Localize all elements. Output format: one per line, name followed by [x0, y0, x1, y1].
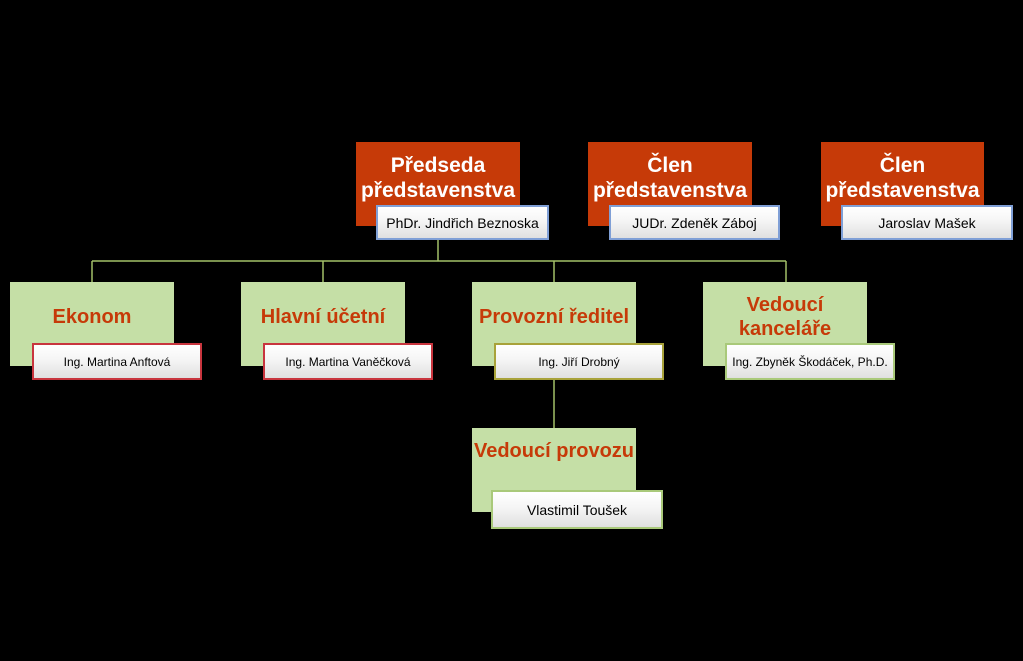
- economist-name: Ing. Martina Anftová: [32, 343, 202, 380]
- board-member-1-name: JUDr. Zdeněk Záboj: [609, 205, 780, 240]
- chairman-name: PhDr. Jindřich Beznoska: [376, 205, 549, 240]
- board-member-2-name: Jaroslav Mašek: [841, 205, 1013, 240]
- office-manager-name: Ing. Zbyněk Škodáček, Ph.D.: [725, 343, 895, 380]
- operations-manager-name: Vlastimil Toušek: [491, 490, 663, 529]
- operations-director-name: Ing. Jiří Drobný: [494, 343, 664, 380]
- chief-accountant-name: Ing. Martina Vaněčková: [263, 343, 433, 380]
